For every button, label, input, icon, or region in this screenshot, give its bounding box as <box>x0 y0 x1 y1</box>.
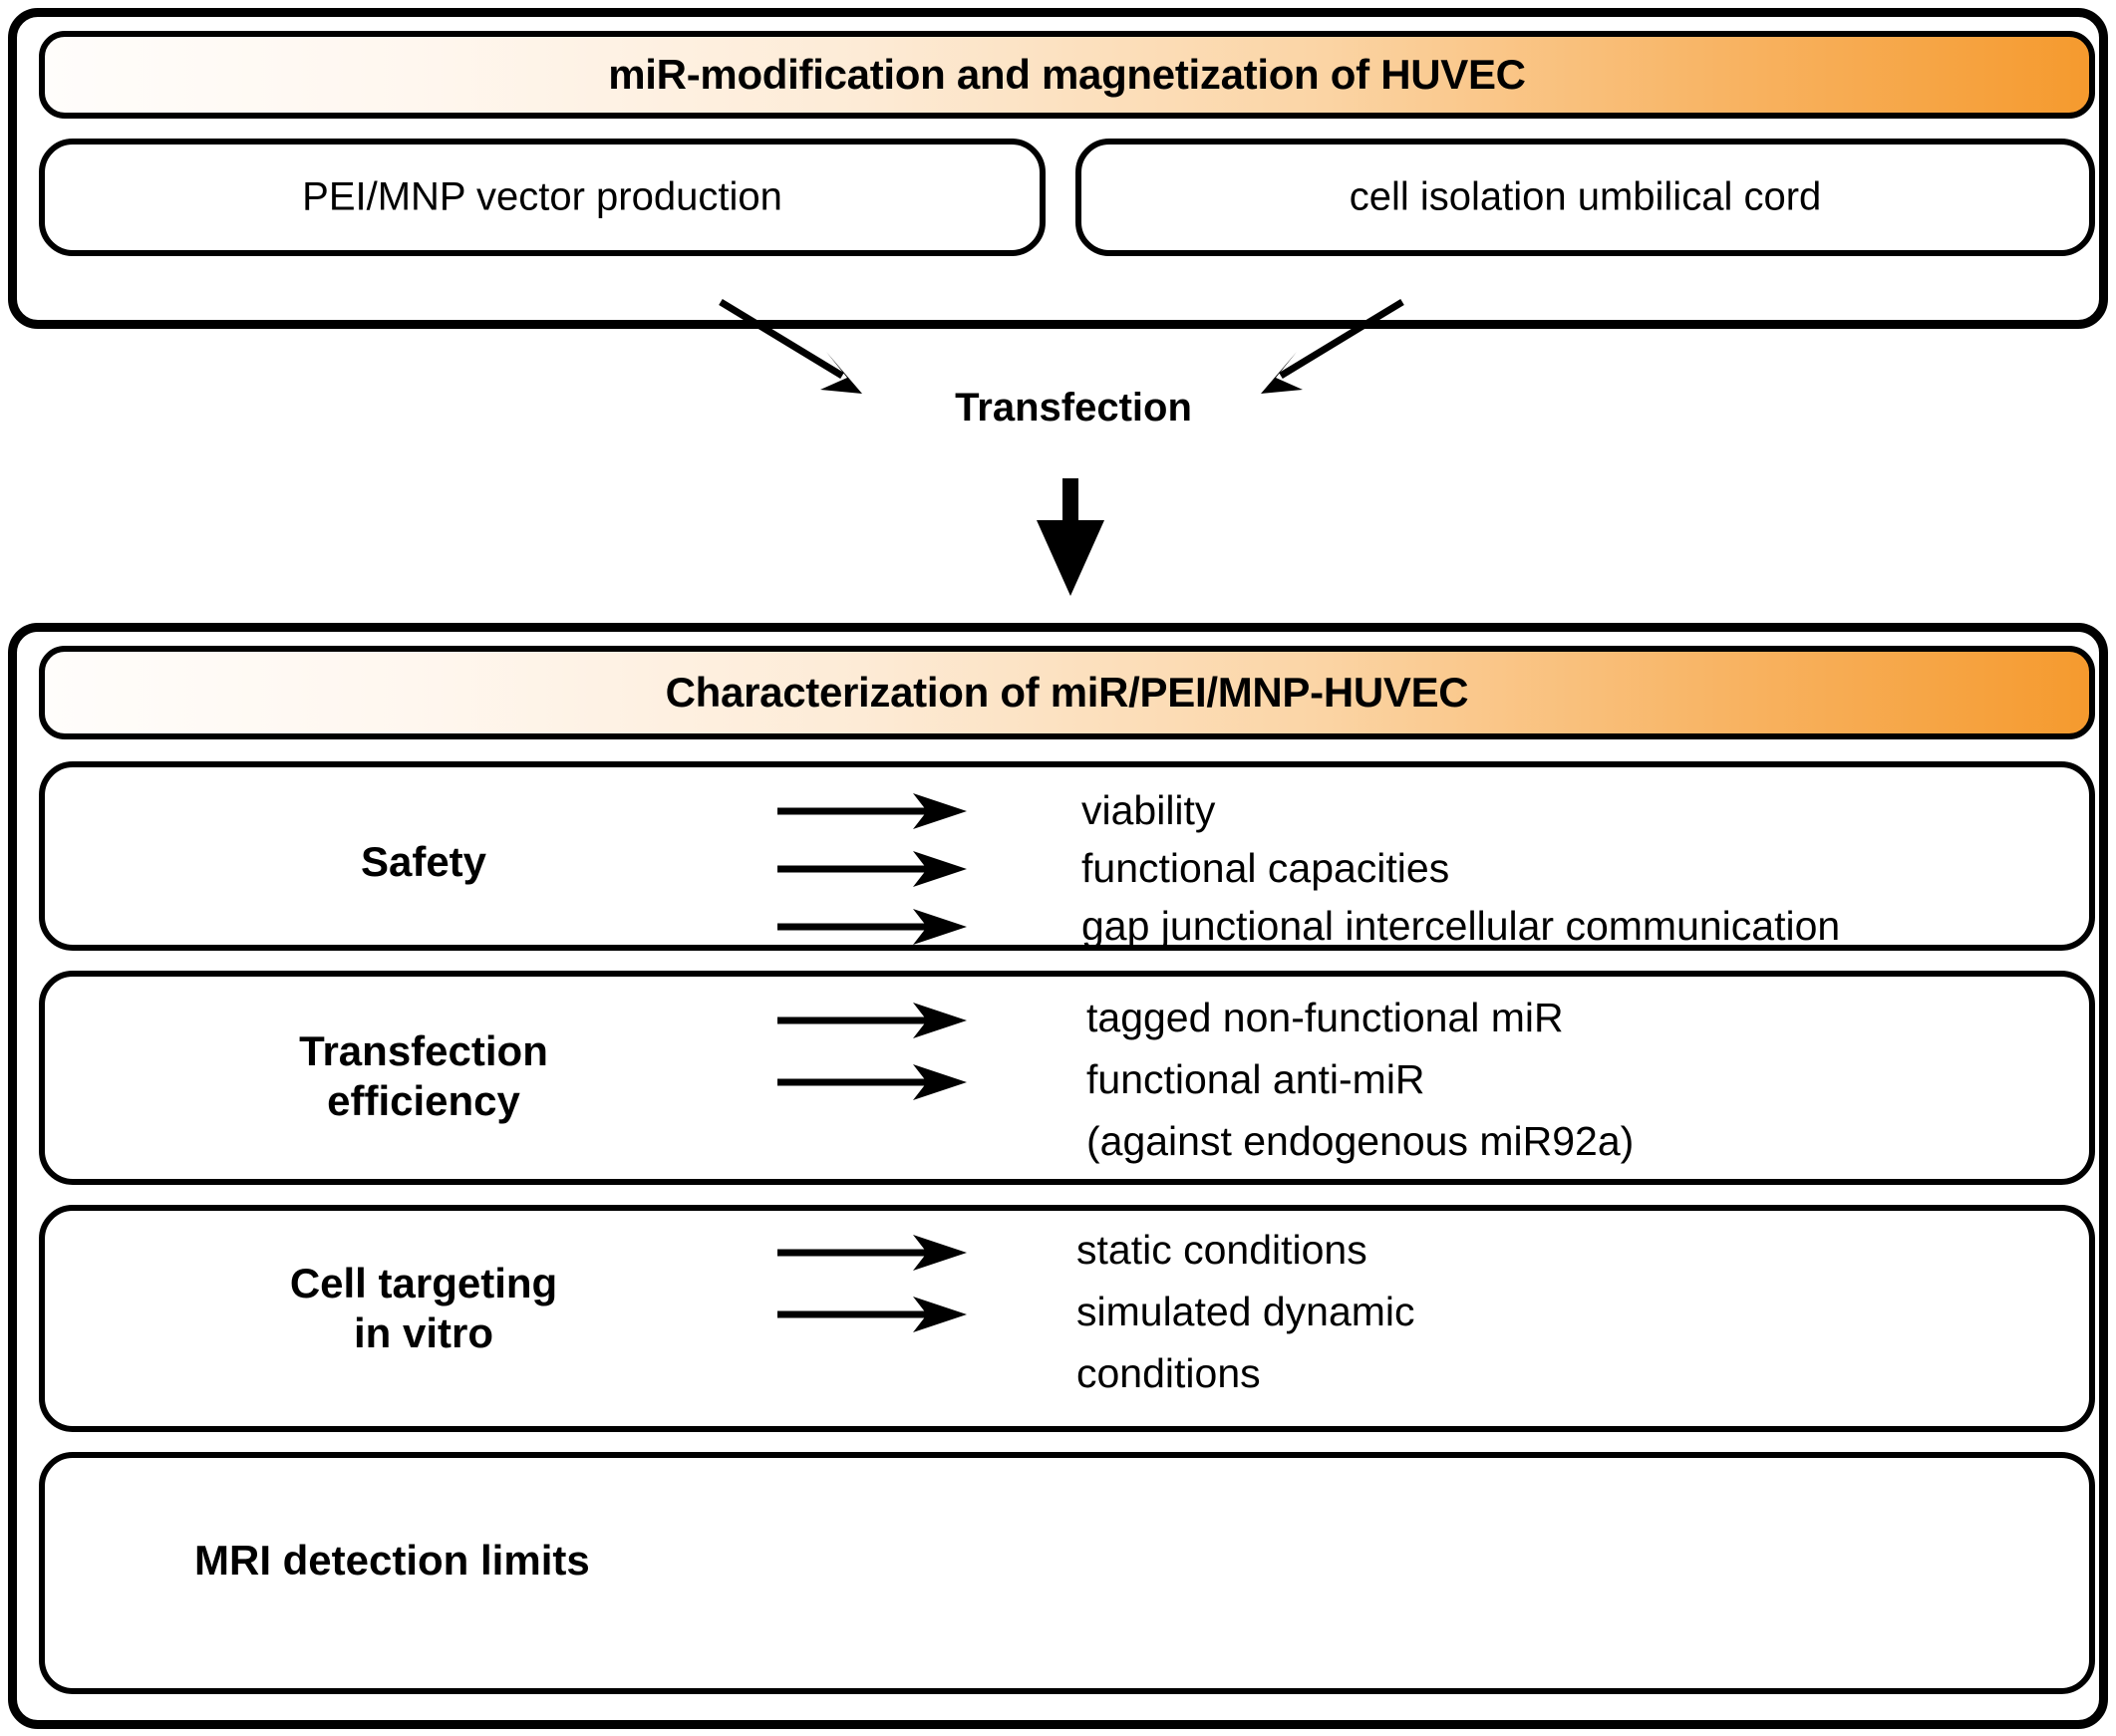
box-pei-mnp-vector-production-label: PEI/MNP vector production <box>302 174 782 219</box>
box-safety[interactable]: Safety viability functio <box>39 761 2095 951</box>
top-stage-header: miR-modification and magnetization of HU… <box>39 31 2095 119</box>
box-safety-label: Safety <box>360 838 487 885</box>
targeting-item-conditions: conditions <box>1076 1350 1261 1396</box>
top-stage-header-title: miR-modification and magnetization of HU… <box>608 51 1526 98</box>
arrow-safety-2 <box>777 849 977 889</box>
efficiency-item-functional-anti-mir: functional anti-miR <box>1086 1056 1425 1102</box>
transfection-merge-label: Transfection <box>955 386 1192 430</box>
arrow-pei-to-transfection <box>715 296 894 406</box>
arrow-efficiency-2 <box>777 1062 977 1102</box>
safety-item-functional-capacities: functional capacities <box>1081 845 1450 891</box>
targeting-item-simulated-dynamic: simulated dynamic <box>1076 1289 1415 1334</box>
safety-item-gap-junctional-communication: gap junctional intercellular communicati… <box>1081 903 1841 949</box>
targeting-item-static-conditions: static conditions <box>1076 1227 1367 1273</box>
arrow-targeting-1 <box>777 1233 977 1273</box>
box-transfection-efficiency[interactable]: Transfection efficiency tagged non-funct… <box>39 971 2095 1185</box>
box-cell-targeting-in-vitro[interactable]: Cell targeting in vitro static condition… <box>39 1205 2095 1432</box>
box-cell-isolation-umbilical-cord-label: cell isolation umbilical cord <box>1349 174 1822 219</box>
box-mri-detection-limits-label: MRI detection limits <box>194 1537 590 1584</box>
efficiency-item-tagged-non-functional-mir: tagged non-functional miR <box>1086 995 1564 1040</box>
top-stage-panel: miR-modification and magnetization of HU… <box>8 8 2108 430</box>
bottom-stage-header: Characterization of miR/PEI/MNP-HUVEC <box>39 646 2095 739</box>
arrow-cord-to-transfection <box>1233 296 1412 406</box>
safety-item-viability: viability <box>1081 787 1216 833</box>
arrow-targeting-2 <box>777 1295 977 1334</box>
arrow-safety-3 <box>777 907 977 947</box>
box-pei-mnp-vector-production[interactable]: PEI/MNP vector production <box>39 139 1046 256</box>
bottom-stage-panel: Characterization of miR/PEI/MNP-HUVEC Sa… <box>8 623 2108 1729</box>
box-transfection-efficiency-label: Transfection efficiency <box>299 1027 548 1124</box>
arrow-efficiency-1 <box>777 1001 977 1040</box>
bottom-stage-header-title: Characterization of miR/PEI/MNP-HUVEC <box>665 669 1469 716</box>
arrow-safety-1 <box>777 791 977 831</box>
box-cell-targeting-in-vitro-label: Cell targeting in vitro <box>289 1260 558 1356</box>
arrow-top-to-bottom-stage <box>1027 478 1116 608</box>
efficiency-item-against-endogenous-mir92a: (against endogenous miR92a) <box>1086 1118 1635 1164</box>
box-cell-isolation-umbilical-cord[interactable]: cell isolation umbilical cord <box>1075 139 2095 256</box>
box-mri-detection-limits[interactable]: MRI detection limits <box>39 1452 2095 1694</box>
